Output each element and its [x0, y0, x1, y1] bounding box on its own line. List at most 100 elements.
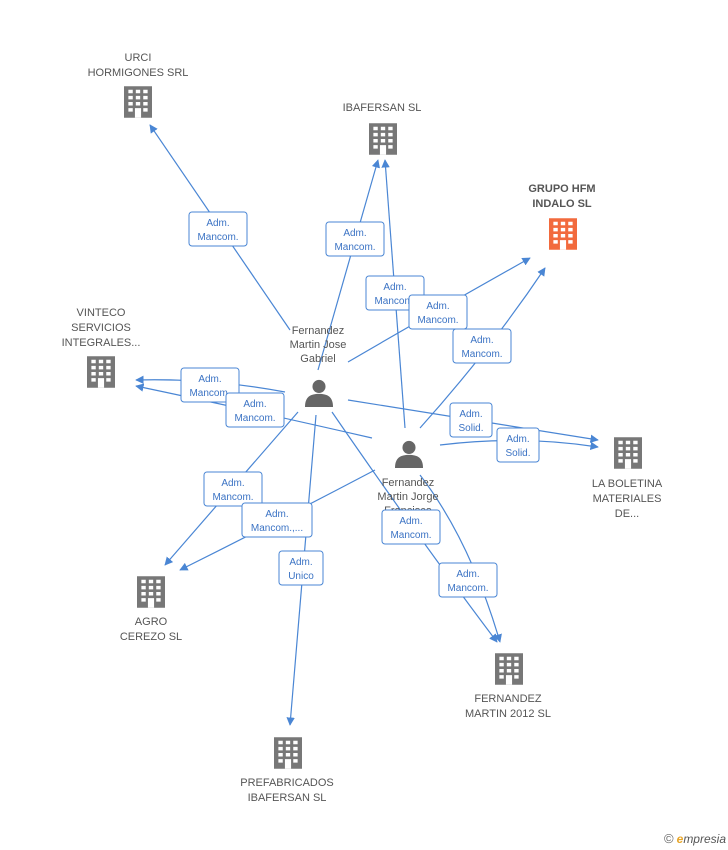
relation-label-text: Unico	[288, 571, 314, 582]
company-label-line: MATERIALES	[593, 493, 662, 505]
company-node-prefab[interactable]: PREFABRICADOS IBAFERSAN SL	[240, 737, 334, 804]
relation-label-box	[188, 211, 248, 247]
person-icon	[395, 440, 423, 468]
building-icon	[614, 437, 642, 469]
building-icon	[124, 86, 152, 118]
relation-label-box	[325, 221, 385, 257]
company-label-line: GRUPO HFM	[528, 183, 595, 195]
relation-label-r5[interactable]: Adm. Mancom.	[452, 328, 512, 364]
relation-label-box	[452, 328, 512, 364]
relation-label-text: Mancom.	[461, 349, 502, 360]
relation-label-text: Mancom.,...	[251, 523, 303, 534]
relation-label-text: Adm.	[221, 478, 244, 489]
relation-label-r11[interactable]: Adm. Mancom.,...	[241, 502, 313, 538]
company-label-line: SERVICIOS	[71, 322, 131, 334]
relation-label-r9[interactable]: Adm. Solid.	[496, 427, 540, 463]
relation-label-r14[interactable]: Adm. Mancom.	[438, 562, 498, 598]
company-node-vinteco[interactable]: VINTECO SERVICIOS INTEGRALES...	[62, 307, 141, 388]
company-node-boletina[interactable]: LA BOLETINA MATERIALES DE...	[592, 437, 663, 520]
relation-label-r1[interactable]: Adm. Mancom.	[188, 211, 248, 247]
relation-label-text: Mancom.	[234, 413, 275, 424]
relation-label-text: Mancom.	[197, 232, 238, 243]
company-label-line: IBAFERSAN SL	[248, 792, 327, 804]
relation-label-text: Mancom.	[417, 315, 458, 326]
relation-label-text: Adm.	[343, 228, 366, 239]
company-label-line: MARTIN 2012 SL	[465, 708, 551, 720]
relation-label-box	[449, 402, 493, 438]
relation-label-text: Mancom.	[447, 583, 488, 594]
person-icon	[305, 379, 333, 407]
building-icon	[137, 576, 165, 608]
relation-label-text: Adm.	[289, 557, 312, 568]
person-label-line: Fernandez	[382, 477, 435, 489]
person-label-line: Martin Jorge	[377, 491, 438, 503]
company-label-line: CEREZO SL	[120, 631, 182, 643]
relation-label-text: Adm.	[506, 434, 529, 445]
relation-label-r4[interactable]: Adm. Mancom.	[408, 294, 468, 330]
company-label-line: VINTECO	[77, 307, 126, 319]
brand-initial: e	[676, 832, 684, 846]
brand-name: mpresia	[683, 832, 726, 846]
company-label-line: LA BOLETINA	[592, 478, 663, 490]
company-node-grupo[interactable]: GRUPO HFM INDALO SL	[528, 183, 596, 250]
building-icon	[87, 356, 115, 388]
company-label-line: AGRO	[135, 616, 168, 628]
person-label-line: Martin Jose	[290, 339, 347, 351]
company-label-line: INTEGRALES...	[62, 337, 141, 349]
relation-label-r13[interactable]: Adm. Mancom.	[381, 509, 441, 545]
relation-label-text: Mancom.	[374, 296, 415, 307]
relation-label-box	[241, 502, 313, 538]
relation-label-r10[interactable]: Adm. Mancom.	[203, 471, 263, 507]
relation-label-text: Mancom.	[390, 530, 431, 541]
building-icon	[549, 218, 577, 250]
relation-label-r12[interactable]: Adm. Unico	[278, 550, 324, 586]
relation-label-r2[interactable]: Adm. Mancom.	[325, 221, 385, 257]
relation-label-box	[278, 550, 324, 586]
relation-label-text: Adm.	[198, 374, 221, 385]
relation-label-box	[203, 471, 263, 507]
edge-jorge-fm2012	[419, 474, 502, 643]
company-node-ibafersan[interactable]: IBAFERSAN SL	[343, 102, 422, 155]
relation-label-box	[438, 562, 498, 598]
relation-label-text: Adm.	[383, 282, 406, 293]
relation-label-text: Adm.	[459, 409, 482, 420]
relation-label-text: Adm.	[399, 516, 422, 527]
relation-label-text: Solid.	[458, 423, 483, 434]
relation-label-text: Mancom.	[334, 242, 375, 253]
company-label-line: DE...	[615, 508, 639, 520]
relation-label-text: Mancom.	[212, 492, 253, 503]
person-label-line: Fernandez	[292, 325, 345, 337]
relation-label-box	[408, 294, 468, 330]
relation-label-text: Solid.	[505, 448, 530, 459]
relation-labels: Adm.Mancom.Adm.Mancom.Adm.Mancom.Adm.Man…	[180, 211, 540, 598]
relation-label-text: Adm.	[426, 301, 449, 312]
edge-jose-ibafersan	[317, 159, 380, 371]
copyright-symbol: ©	[664, 831, 674, 846]
company-node-fm2012[interactable]: FERNANDEZ MARTIN 2012 SL	[465, 653, 551, 720]
footer-brand: ©empresia	[664, 831, 726, 846]
company-label-line: INDALO SL	[532, 198, 592, 210]
relation-label-text: Adm.	[470, 335, 493, 346]
relation-label-text: Adm.	[456, 569, 479, 580]
relation-label-box	[225, 392, 285, 428]
person-label-line: Gabriel	[300, 353, 335, 365]
company-label-line: PREFABRICADOS	[240, 777, 334, 789]
relation-label-r7[interactable]: Adm.Mancom.	[225, 392, 285, 428]
relation-label-text: Adm.	[206, 218, 229, 229]
relation-label-text: Mancom.	[189, 388, 230, 399]
building-icon	[274, 737, 302, 769]
company-node-agro[interactable]: AGRO CEREZO SL	[120, 576, 182, 643]
company-label-line: IBAFERSAN SL	[343, 102, 422, 114]
relation-label-r6[interactable]: Adm. Mancom.	[180, 367, 240, 403]
relation-label-text: Adm.	[265, 509, 288, 520]
relation-label-r8[interactable]: Adm. Solid.	[449, 402, 493, 438]
building-icon	[369, 123, 397, 155]
relation-label-box	[180, 367, 240, 403]
company-label-line: FERNANDEZ	[474, 693, 542, 705]
